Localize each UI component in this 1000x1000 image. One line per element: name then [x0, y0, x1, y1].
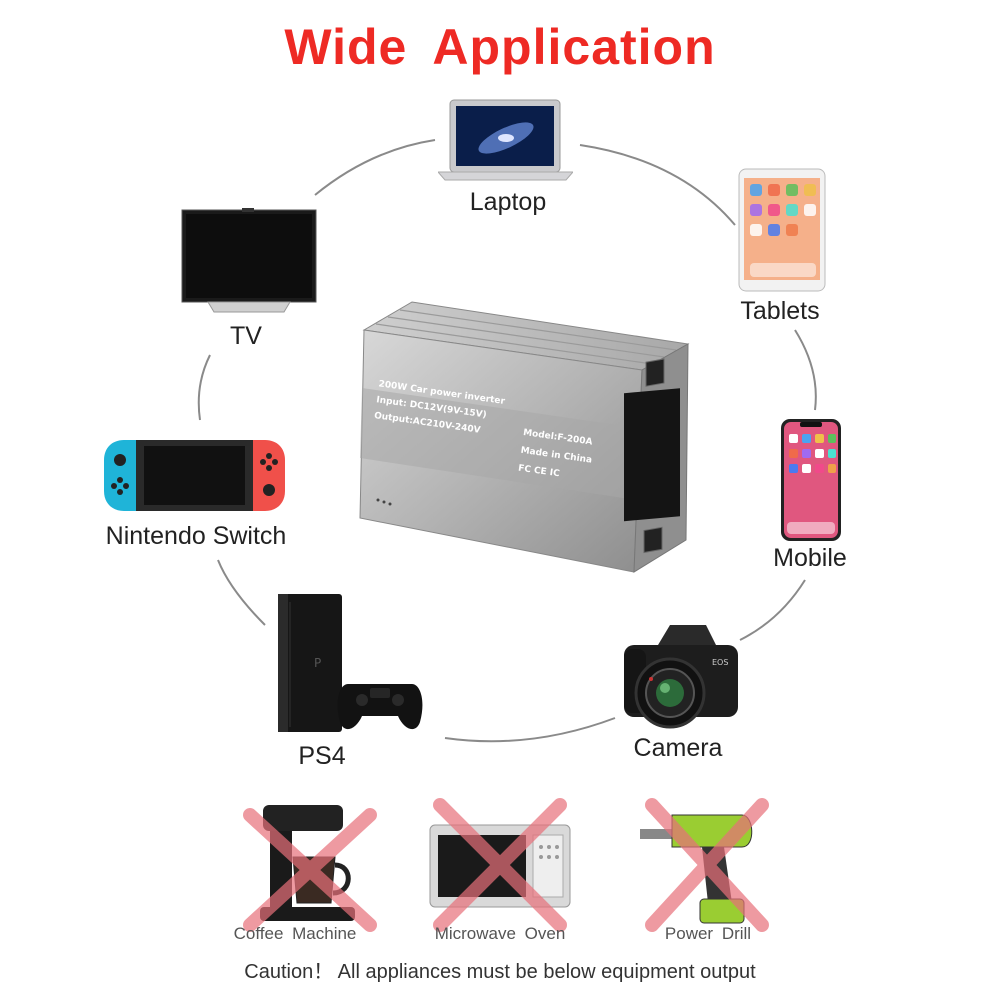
- device-label-laptop: Laptop: [469, 188, 547, 216]
- device-label-tablets: Tablets: [740, 297, 820, 325]
- microwave-oven-icon: [429, 798, 571, 932]
- device-label-camera: Camera: [633, 734, 723, 762]
- power-inverter-image: 200W Car power inverter Input: DC12V(9V-…: [359, 301, 690, 573]
- caution-text: Caution！ All appliances must be below eq…: [244, 961, 756, 983]
- laptop-icon: [438, 99, 573, 181]
- svg-text:EOS: EOS: [712, 658, 728, 667]
- not-supported-label-microwave: Microwave Oven: [434, 924, 566, 943]
- cross-mark: [243, 808, 377, 932]
- cross-mark: [645, 798, 769, 932]
- tablet-icon: [738, 168, 826, 292]
- cross-mark: [433, 798, 567, 932]
- power-drill-icon: [640, 798, 769, 932]
- device-label-nintendo-switch: Nintendo Switch: [105, 522, 287, 550]
- tv-icon: [181, 208, 317, 313]
- device-label-ps4: PS4: [298, 742, 346, 770]
- coffee-machine-icon: [243, 805, 377, 932]
- device-label-mobile: Mobile: [773, 544, 847, 572]
- page-title: Wide Application: [284, 19, 716, 75]
- not-supported-label-drill: Power Drill: [664, 924, 752, 943]
- nintendo-switch-icon: [104, 440, 285, 511]
- device-label-tv: TV: [230, 322, 262, 350]
- camera-icon: EOS: [624, 625, 738, 729]
- mobile-icon: [781, 419, 841, 541]
- not-supported-label-coffee: Coffee Machine: [233, 924, 357, 943]
- svg-text:P: P: [314, 656, 321, 670]
- ps4-icon: P: [278, 594, 423, 732]
